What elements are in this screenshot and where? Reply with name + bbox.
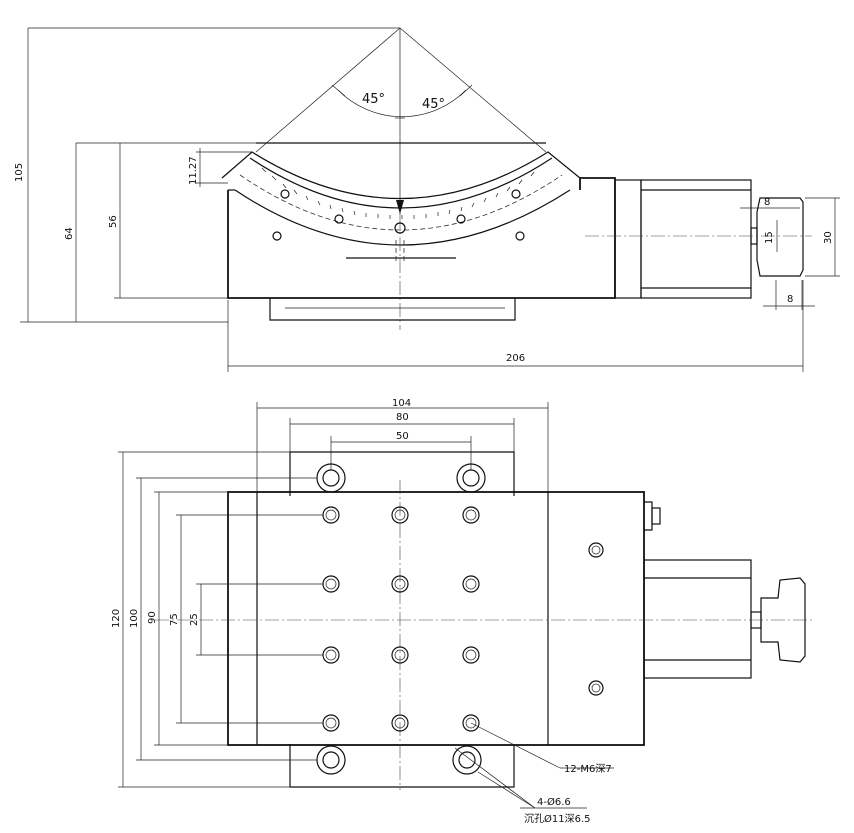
note-holes: 4-Ø6.6 xyxy=(537,796,571,808)
dim-105: 105 xyxy=(14,163,25,182)
angle-scale xyxy=(261,167,535,219)
dim-104: 104 xyxy=(392,398,411,409)
dim-90: 90 xyxy=(147,611,158,624)
dim-80: 80 xyxy=(396,412,409,423)
dim-56: 56 xyxy=(108,215,119,228)
dim-knob-8-bottom: 8 xyxy=(787,294,793,305)
threaded-holes xyxy=(322,506,480,732)
top-view: 104 80 50 xyxy=(111,398,812,825)
counterbore-holes xyxy=(316,463,486,775)
dim-30: 30 xyxy=(823,231,834,244)
dim-206: 206 xyxy=(506,353,525,364)
dim-120: 120 xyxy=(111,609,122,628)
angle-right-label: 45° xyxy=(422,97,445,112)
front-view: 45° 45° xyxy=(14,27,840,372)
dim-15: 15 xyxy=(764,231,775,244)
note-counterbore: 沉孔Ø11深6.5 xyxy=(524,812,591,825)
dim-50: 50 xyxy=(396,431,409,442)
dim-100: 100 xyxy=(129,609,140,628)
dim-knob-8-top: 8 xyxy=(764,197,770,208)
dim-64: 64 xyxy=(64,227,75,240)
dim-11-27: 11.27 xyxy=(188,156,199,185)
dim-25: 25 xyxy=(189,613,200,626)
dim-75: 75 xyxy=(169,613,180,626)
note-thread: 12-M6深7 xyxy=(564,763,612,775)
angle-left-label: 45° xyxy=(362,92,385,107)
